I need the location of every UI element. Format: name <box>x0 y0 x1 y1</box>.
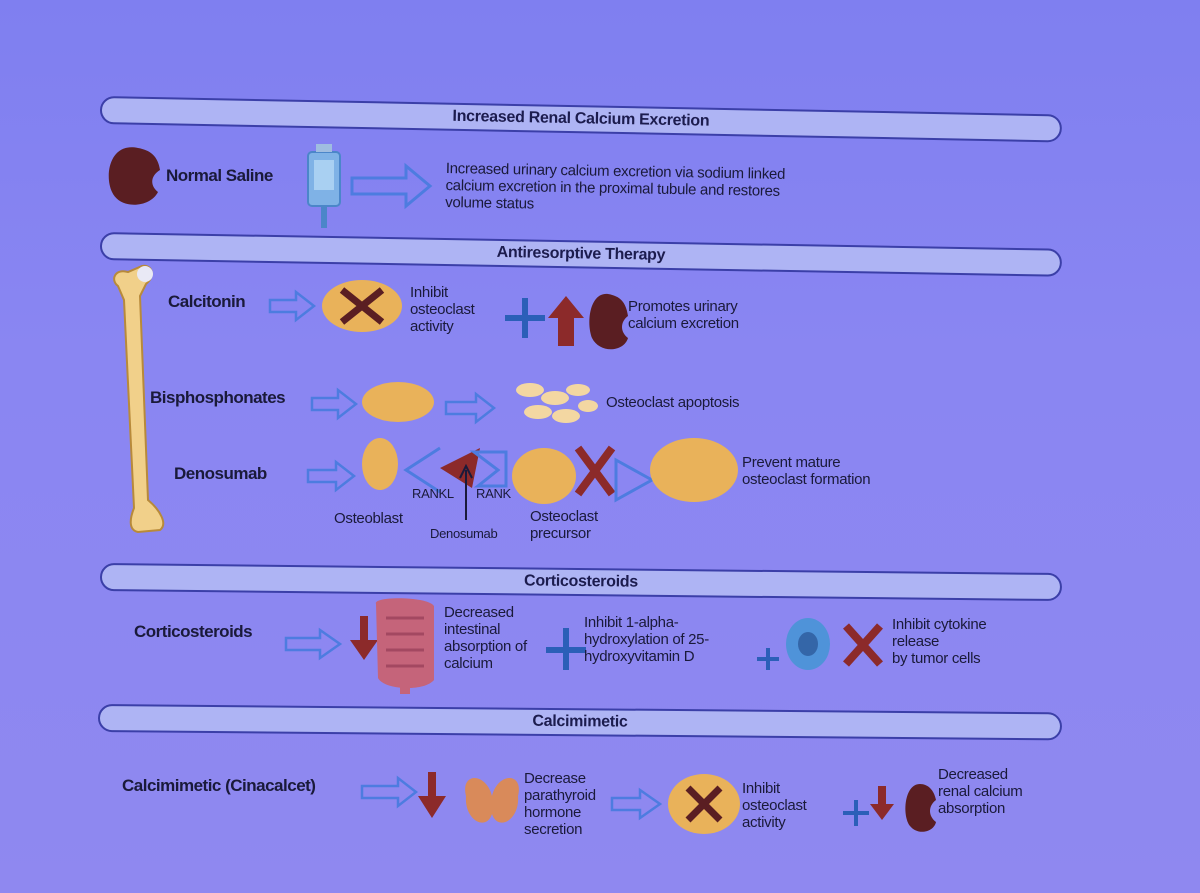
denosumab-drug-label: Denosumab <box>430 526 498 541</box>
kidney-icon <box>589 293 628 350</box>
corticosteroids-effect-vitamin-d: Inhibit 1-alpha- hydroxylation of 25- hy… <box>584 614 709 665</box>
calcitonin-label: Calcitonin <box>168 292 246 311</box>
plus-icon <box>843 800 869 826</box>
plus-icon <box>546 628 586 670</box>
normal-saline-label: Normal Saline <box>166 166 273 185</box>
arrow-right-icon <box>350 162 433 210</box>
plus-icon <box>505 298 545 338</box>
cinacalcet-effect-renal: Decreased renal calcium absorption <box>938 766 1023 817</box>
denosumab-label: Denosumab <box>174 464 267 483</box>
down-arrow-icon <box>350 616 378 660</box>
intestine-icon <box>375 598 434 694</box>
cinacalcet-label: Calcimimetic (Cinacalcet) <box>122 776 316 795</box>
bisphosphonates-label: Bisphosphonates <box>150 388 286 407</box>
corticosteroids-effect-cytokine: Inhibit cytokine release by tumor cells <box>892 616 987 667</box>
arrow-right-icon <box>444 391 497 425</box>
corticosteroids-label: Corticosteroids <box>134 622 253 641</box>
arrow-right-icon <box>610 787 663 821</box>
block-x-icon <box>574 445 616 497</box>
arrow-right-icon <box>268 289 317 323</box>
femur-bone-icon <box>113 264 165 534</box>
osteoblast-label: Osteoblast <box>334 510 403 527</box>
bisphosphonates-effect: Osteoclast apoptosis <box>606 394 740 411</box>
osteoclast-precursor-label: Osteoclast precursor <box>530 508 598 542</box>
arrow-right-icon <box>310 387 359 421</box>
cinacalcet-effect-osteoclast: Inhibit osteoclast activity <box>742 780 807 831</box>
denosumab-effect: Prevent mature osteoclast formation <box>742 454 871 488</box>
rank-receptor-icon <box>469 450 508 488</box>
block-x-icon <box>843 623 883 667</box>
osteoclast-icon <box>668 774 740 834</box>
osteoclast-precursor-icon <box>512 448 576 504</box>
down-arrow-icon <box>870 786 894 820</box>
arrow-right-icon <box>306 459 357 493</box>
tumor-cell-icon <box>786 618 830 670</box>
calcitonin-effect: Inhibit osteoclast activity <box>410 284 475 335</box>
arrow-right-icon <box>284 627 343 661</box>
kidney-icon <box>108 147 160 205</box>
plus-icon <box>757 648 779 670</box>
corticosteroids-effect-intestinal: Decreased intestinal absorption of calci… <box>444 604 527 672</box>
mature-osteoclast-icon <box>650 438 738 502</box>
cinacalcet-effect-pth: Decrease parathyroid hormone secretion <box>524 770 596 838</box>
parathyroid-icon <box>465 778 519 823</box>
osteoclast-icon <box>362 382 434 422</box>
iv-bag-icon <box>307 144 341 228</box>
rankl-label: RANKL <box>412 486 454 501</box>
arrow-right-icon <box>614 457 656 503</box>
up-arrow-icon <box>548 296 584 346</box>
osteoclast-icon <box>322 280 402 332</box>
kidney-icon <box>905 784 936 832</box>
normal-saline-effect: Increased urinary calcium excretion via … <box>445 160 786 213</box>
down-arrow-icon <box>418 772 446 818</box>
rank-label: RANK <box>476 486 511 501</box>
rankl-chevron-icon <box>403 446 441 494</box>
osteoblast-icon <box>362 438 398 490</box>
denosumab-wedge-icon <box>440 448 480 520</box>
apoptotic-fragments-icon <box>516 383 598 423</box>
calcitonin-effect-kidney: Promotes urinary calcium excretion <box>628 298 739 332</box>
arrow-right-icon <box>360 775 419 809</box>
